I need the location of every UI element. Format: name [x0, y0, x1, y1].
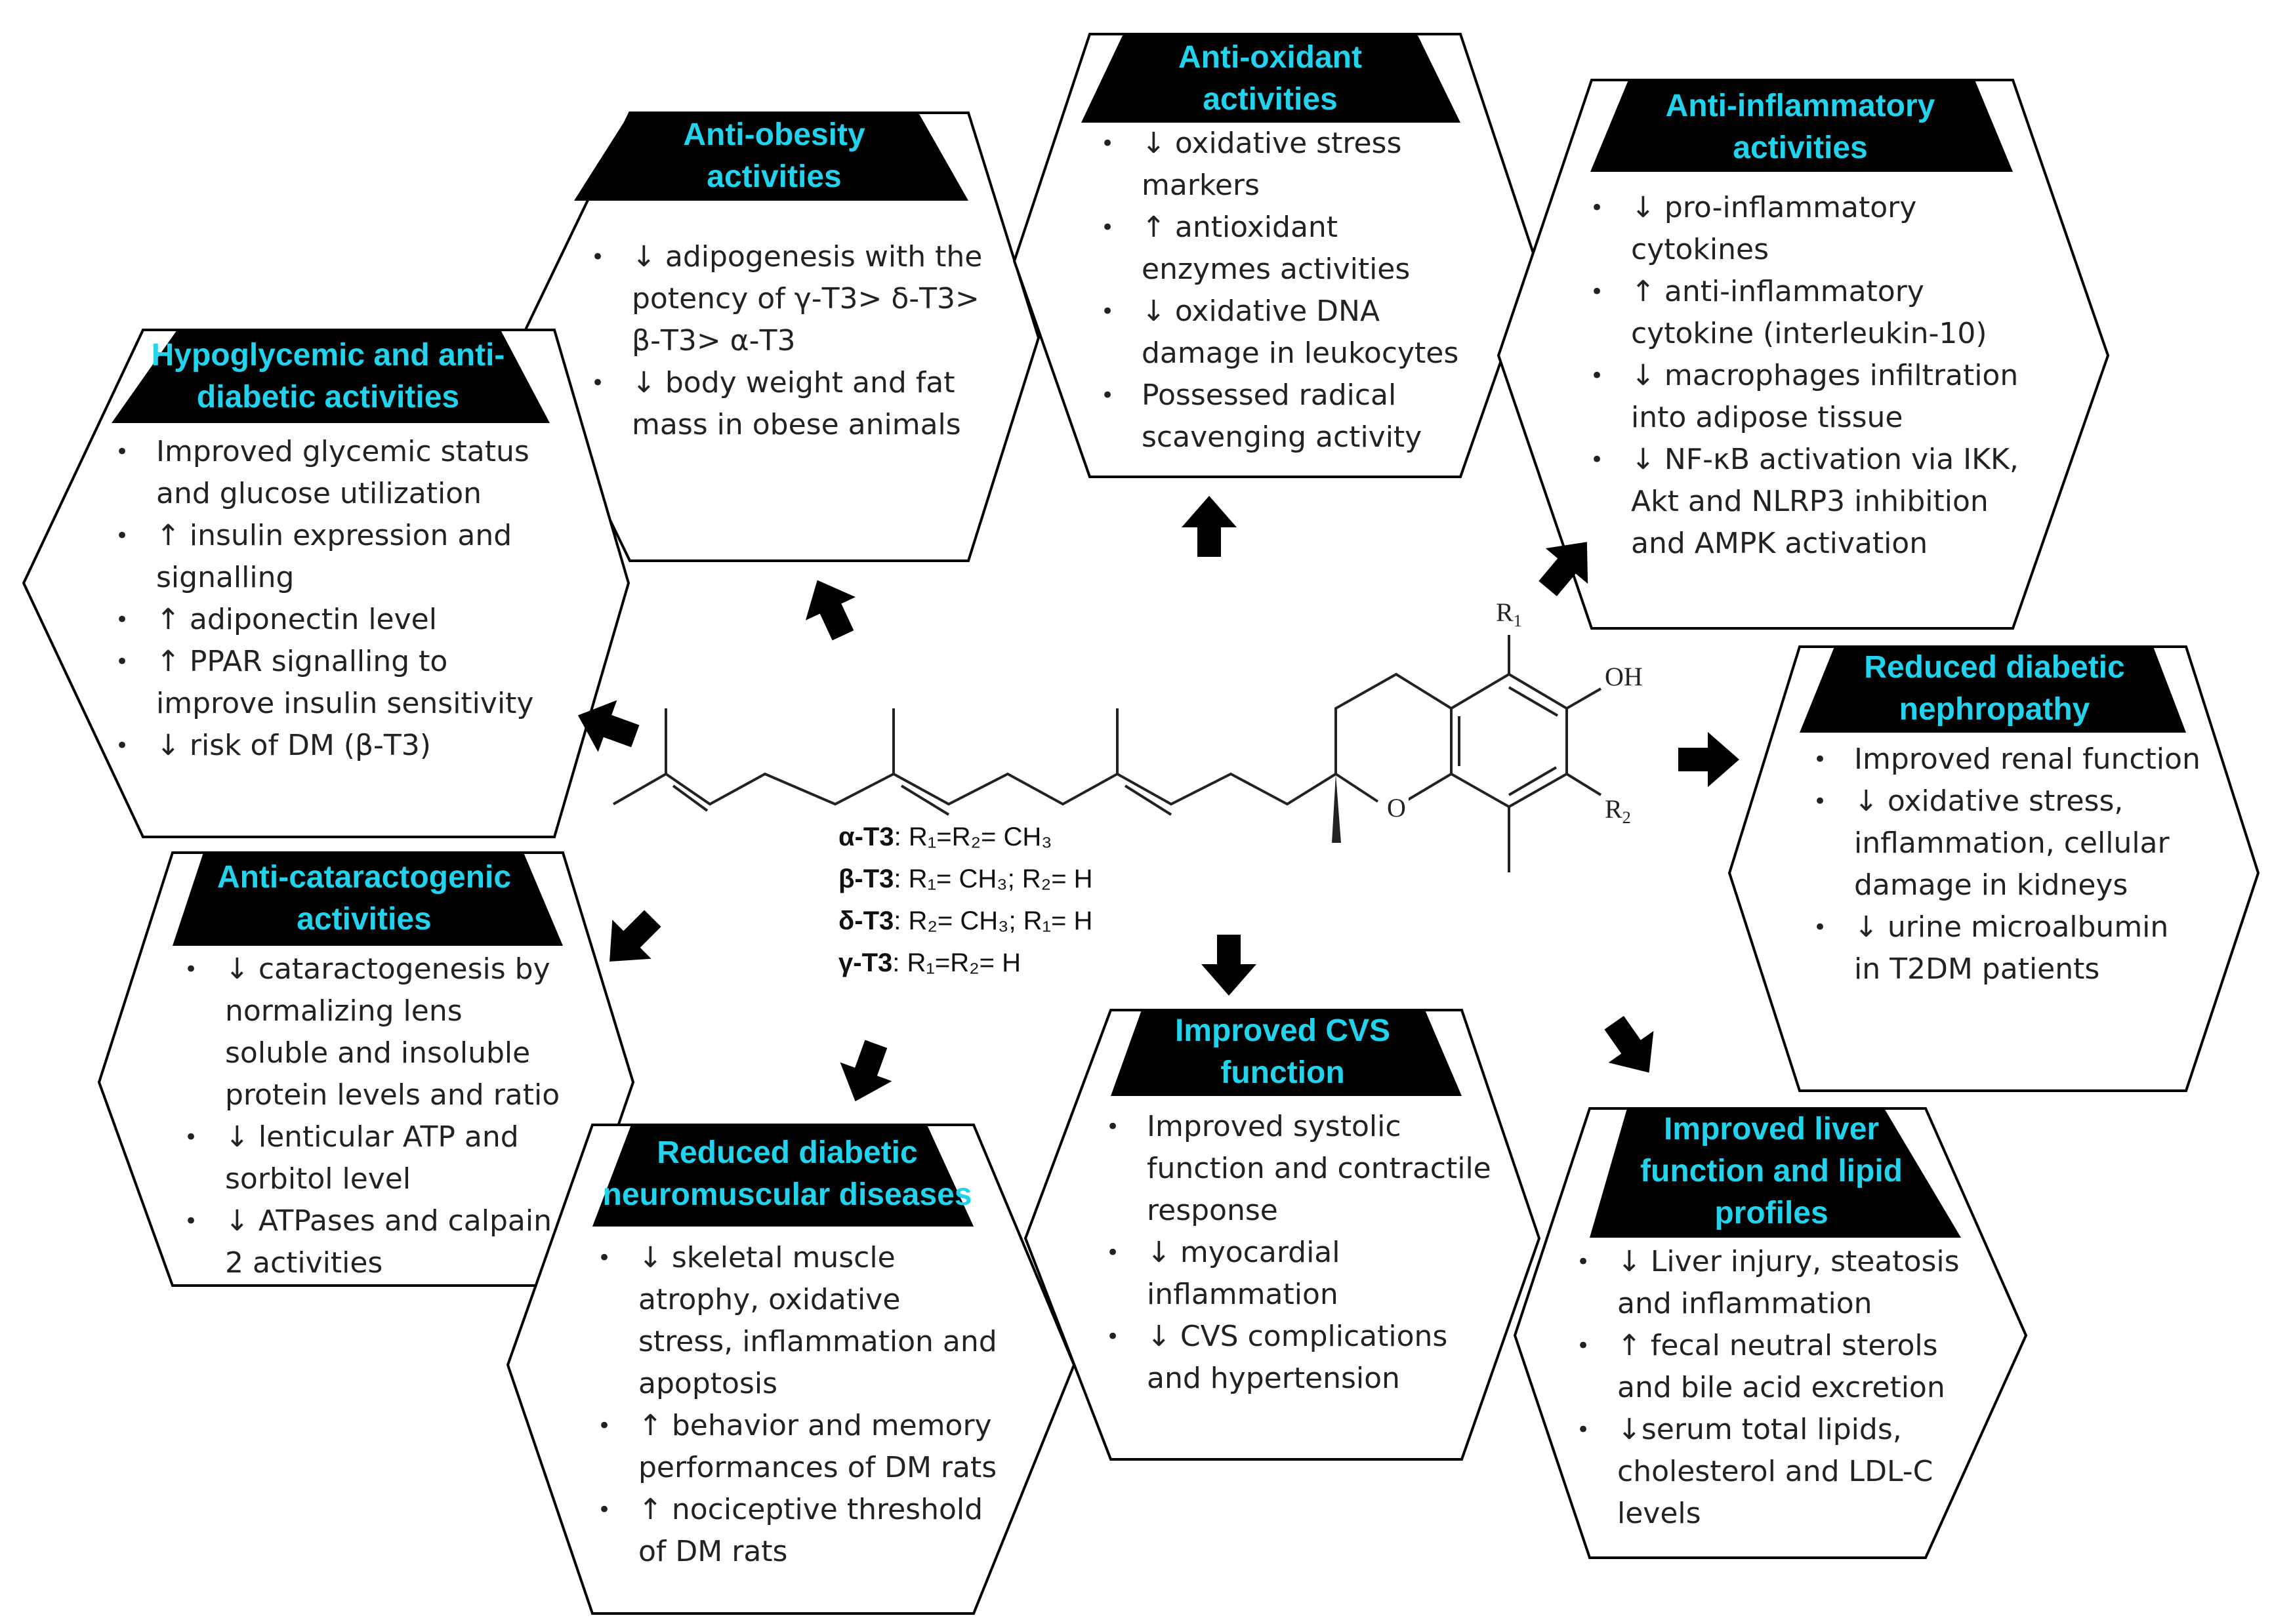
arrow-to-anti-oxidant: [1182, 496, 1237, 557]
list-item: ↓serum total lipids, cholesterol and LDL…: [1577, 1409, 1966, 1535]
title-liver: Improved liver function and lipid profil…: [1640, 1112, 1903, 1230]
banner-anti-oxidant: [1081, 34, 1460, 123]
list-item: ↑ behavior and memory performances of DM…: [598, 1405, 1001, 1489]
arrow-to-cvs: [1201, 935, 1256, 996]
list-neuromuscular: ↓ skeletal muscle atrophy, oxidative str…: [594, 1237, 1001, 1573]
formula-gamma: γ-T3: R₁=R₂= H: [838, 948, 1021, 977]
list-anti-obesity: ↓ adipogenesis with the potency of γ-T3>…: [587, 236, 984, 446]
oh-label: OH: [1605, 662, 1643, 691]
banner-neuromuscular: [592, 1125, 974, 1227]
tocotrienol-structure: [613, 635, 1602, 872]
list-cataract: ↓ cataractogenesis by normalizing lens s…: [180, 948, 568, 1284]
formula-alpha: α-T3: R₁=R₂= CH₃: [838, 822, 1052, 851]
list-item: ↓ ATPases and calpain 2 activities: [184, 1200, 568, 1284]
arrow-to-anti-obesity: [805, 580, 856, 641]
r2-subscript: 2: [1622, 808, 1631, 827]
list-item: ↓ oxidative stress, inflammation, cellul…: [1813, 781, 2203, 906]
banner-anti-inflammatory: [1590, 80, 2013, 172]
list-item: ↓ oxidative DNA damage in leukocytes: [1101, 291, 1474, 375]
banner-cataract: [173, 853, 563, 946]
r2-label: R2: [1605, 794, 1631, 827]
list-item: ↓ cataractogenesis by normalizing lens s…: [184, 948, 568, 1116]
arrow-to-anti-inflammatory: [1539, 542, 1588, 597]
banner-nephropathy: [1800, 647, 2186, 733]
list-cvs: Improved systolic function and contracti…: [1102, 1106, 1496, 1400]
r1-subscript: 1: [1513, 611, 1522, 630]
list-item: ↑ adiponectin level: [115, 599, 558, 641]
title-hypoglycemic: Hypoglycemic and anti- diabetic activiti…: [151, 338, 505, 415]
banner-hypoglycemic: [112, 330, 550, 423]
list-hypoglycemic: Improved glycemic status and glucose uti…: [112, 431, 558, 767]
list-item: Improved renal function: [1813, 739, 2203, 781]
list-liver: ↓ Liver injury, steatosis and inflammati…: [1573, 1241, 1966, 1535]
list-nephropathy: Improved renal function ↓ oxidative stre…: [1809, 739, 2203, 990]
list-item: ↓ myocardial inflammation: [1106, 1232, 1496, 1316]
side-chain: [613, 772, 1337, 806]
list-item: ↑ insulin expression and signalling: [115, 515, 558, 599]
list-item: ↓ NF-κB activation via IKK, Akt and NLRP…: [1590, 439, 2046, 565]
title-anti-obesity: Anti-obesity activities: [683, 117, 865, 194]
list-item: ↑ anti-inflammatory cytokine (interleuki…: [1590, 271, 2046, 355]
title-neuromuscular: Reduced diabetic neuromuscular diseases: [602, 1135, 972, 1212]
list-item: ↑ PPAR signalling to improve insulin sen…: [115, 641, 558, 725]
title-anti-oxidant: Anti-oxidant activities: [1178, 40, 1362, 117]
title-anti-inflammatory: Anti-inflammatory activities: [1665, 89, 1935, 165]
list-item: ↓ Liver injury, steatosis and inflammati…: [1577, 1241, 1966, 1325]
banner-cvs: [1111, 1010, 1462, 1096]
list-item: ↑ fecal neutral sterols and bile acid ex…: [1577, 1325, 1966, 1409]
arrow-to-cataract: [609, 910, 661, 962]
list-item: ↓ body weight and fat mass in obese anim…: [591, 362, 984, 446]
r2-letter: R: [1605, 794, 1622, 824]
list-item: Improved systolic function and contracti…: [1106, 1106, 1496, 1232]
list-item: ↓ oxidative stress markers: [1101, 123, 1474, 207]
ring-oxygen-label: O: [1384, 792, 1409, 823]
list-item: ↑ antioxidant enzymes activities: [1101, 207, 1474, 291]
list-item: ↓ adipogenesis with the potency of γ-T3>…: [591, 236, 984, 362]
list-item: Improved glycemic status and glucose uti…: [115, 431, 558, 515]
list-item: ↓ skeletal muscle atrophy, oxidative str…: [598, 1237, 1001, 1405]
title-nephropathy: Reduced diabetic nephropathy: [1864, 650, 2125, 727]
list-item: ↓ urine microalbumin in T2DM patients: [1813, 906, 2203, 990]
title-cataract: Anti-cataractogenic activities: [217, 860, 512, 937]
r1-letter: R: [1496, 598, 1514, 627]
list-item: Possessed radical scavenging activity: [1101, 375, 1474, 458]
list-item: ↓ CVS complications and hypertension: [1106, 1316, 1496, 1400]
arrow-to-neuromuscular: [840, 1040, 892, 1102]
title-cvs: Improved CVS function: [1174, 1013, 1391, 1090]
formula-beta: β-T3: R₁= CH₃; R₂= H: [838, 864, 1093, 893]
formula-delta: δ-T3: R₂= CH₃; R₁= H: [838, 906, 1093, 935]
list-anti-inflammatory: ↓ pro-inflammatory cytokines ↑ anti-infl…: [1586, 187, 2046, 565]
formula-list: α-T3: R₁=R₂= CH₃ β-T3: R₁= CH₃; R₂= H δ-…: [838, 816, 1093, 984]
chroman-ring: [1334, 672, 1453, 808]
arrow-to-hypoglycemic: [577, 700, 640, 752]
list-item: ↓ macrophages infiltration into adipose …: [1590, 355, 2046, 439]
list-item: ↓ lenticular ATP and sorbitol level: [184, 1116, 568, 1200]
list-item: ↑ nociceptive threshold of DM rats: [598, 1489, 1001, 1573]
r1-label: R1: [1496, 597, 1522, 630]
banner-anti-obesity: [574, 113, 968, 201]
banner-liver: [1590, 1108, 1961, 1238]
arrow-to-liver: [1604, 1015, 1654, 1073]
arrow-to-nephropathy: [1678, 732, 1739, 787]
list-item: ↓ pro-inflammatory cytokines: [1590, 187, 2046, 271]
list-item: ↓ risk of DM (β-T3): [115, 725, 558, 767]
aromatic-ring: [1450, 672, 1568, 809]
list-anti-oxidant: ↓ oxidative stress markers ↑ antioxidant…: [1097, 123, 1474, 458]
